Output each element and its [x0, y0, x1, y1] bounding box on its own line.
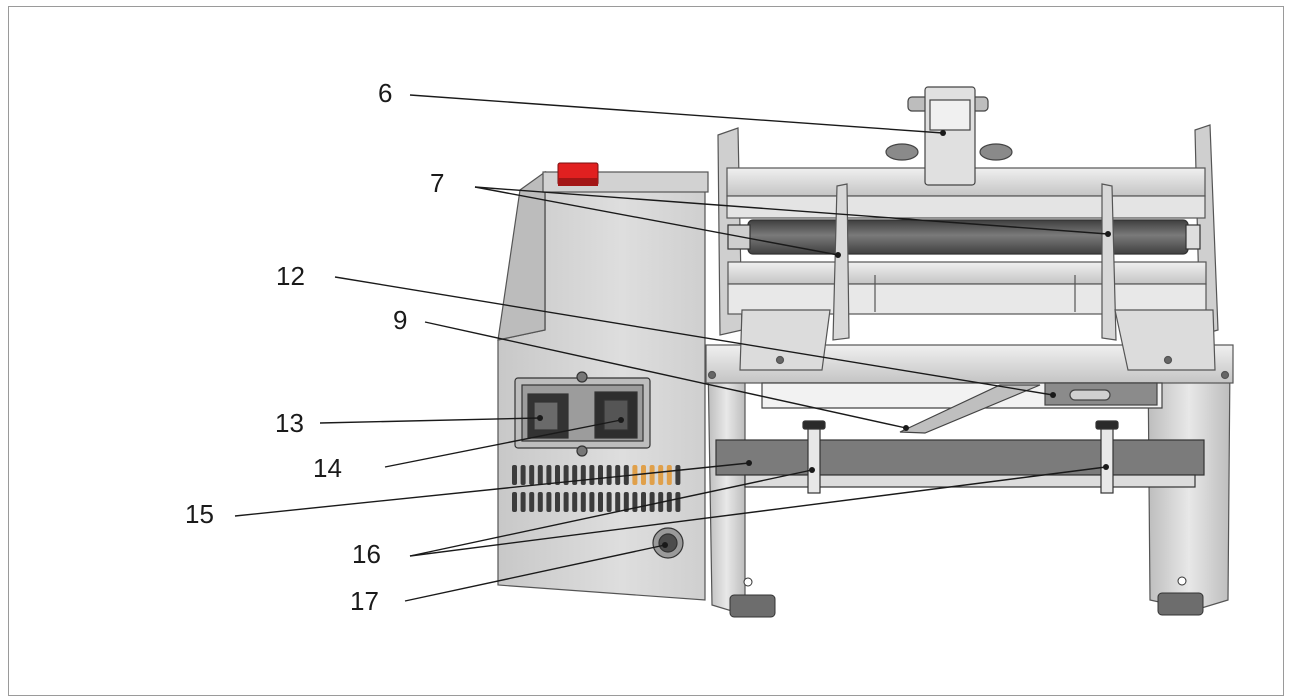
vent-slot	[537, 465, 543, 485]
middle-rail	[727, 261, 1207, 315]
callout-17: 17	[350, 586, 379, 616]
vent-slot	[666, 465, 672, 485]
callout-6: 6	[378, 78, 392, 108]
vent-slot	[598, 465, 603, 485]
leader-lines	[234, 94, 1111, 602]
vent-slot	[675, 492, 681, 512]
guide-arms	[832, 183, 1117, 341]
vent-slot	[589, 465, 595, 485]
vent-slot	[632, 492, 638, 512]
vent-slot	[572, 465, 578, 485]
bottom-plate	[715, 439, 1205, 488]
vent-slot	[615, 492, 621, 512]
callout-12: 12	[276, 261, 305, 291]
callout-7: 7	[430, 168, 444, 198]
vent-slot	[512, 465, 517, 485]
vent-slot	[666, 492, 672, 512]
vent-slot	[649, 492, 655, 512]
vent-slot	[555, 465, 560, 485]
feet	[729, 576, 1204, 618]
roller	[727, 219, 1201, 255]
peel-plate	[761, 382, 1163, 434]
vent-slot	[606, 465, 612, 485]
callout-15: 15	[185, 499, 214, 529]
vent-slot	[598, 492, 603, 512]
callout-16: 16	[352, 539, 381, 569]
vent-slot	[675, 465, 681, 485]
vent-slot	[572, 492, 578, 512]
callout-9: 9	[393, 305, 407, 335]
applicator-head	[885, 86, 1013, 186]
vent-slot	[615, 465, 621, 485]
round-connector	[652, 527, 684, 559]
vent-slot	[520, 492, 526, 512]
vent-slot	[606, 492, 612, 512]
vent-slot	[537, 492, 543, 512]
clamp-posts	[802, 420, 1119, 494]
callout-14: 14	[313, 453, 342, 483]
vent-slot	[529, 465, 535, 485]
vent-slot	[512, 492, 517, 512]
vent-slot	[580, 492, 586, 512]
vent-slot	[589, 492, 595, 512]
vent-slot	[529, 492, 535, 512]
vent-slot	[623, 492, 629, 512]
callout-13: 13	[275, 408, 304, 438]
power-switch-top	[557, 162, 599, 186]
vent-slot	[520, 465, 526, 485]
vent-slot	[641, 492, 646, 512]
callout-labels: 6 7 12 9 13 14 15 16 17	[185, 78, 444, 616]
front-bar	[705, 309, 1234, 384]
vent-slot	[580, 465, 586, 485]
vent-slot	[546, 465, 552, 485]
vent-slot	[555, 492, 560, 512]
vent-slot	[563, 465, 569, 485]
vent-slot	[658, 465, 664, 485]
vent-slot	[649, 465, 655, 485]
vent-slot	[546, 492, 552, 512]
vent-slot	[641, 465, 646, 485]
power-module	[514, 371, 651, 457]
vent-grille	[512, 465, 681, 512]
vent-slot	[563, 492, 569, 512]
